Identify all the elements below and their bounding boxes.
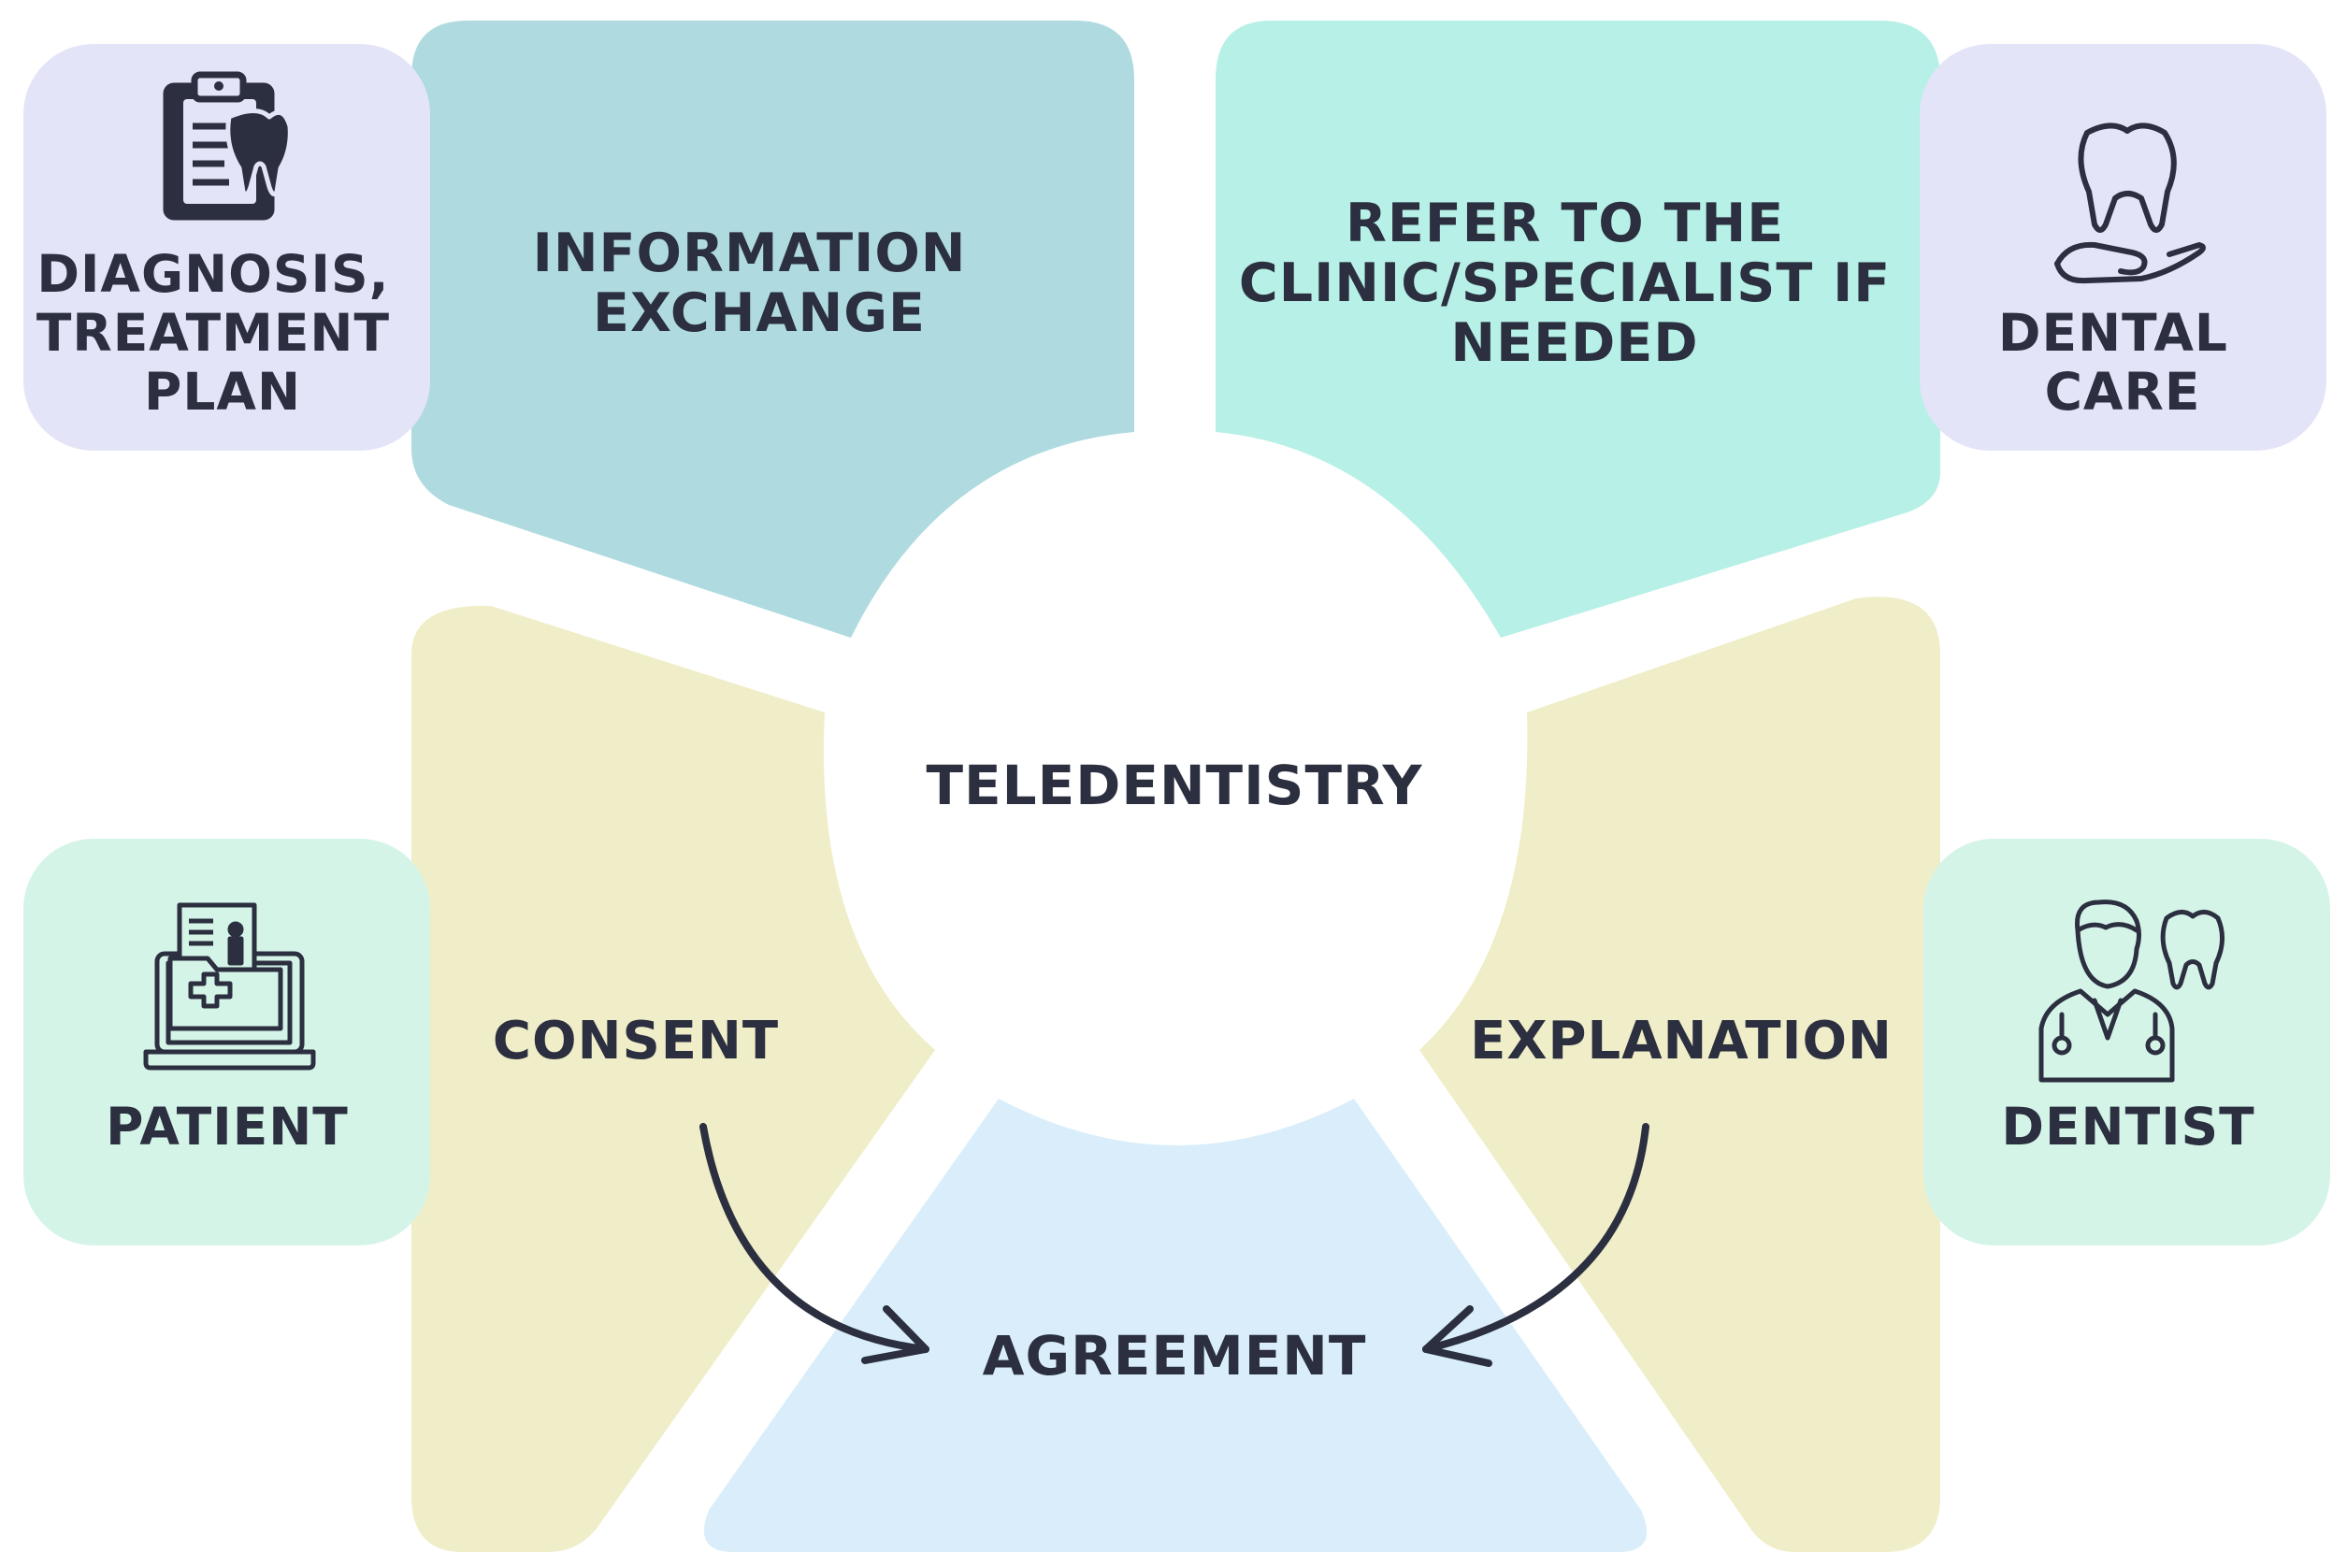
consent-arrow-head [861,1305,929,1364]
consent-label: CONSENT [493,1011,779,1072]
information-exchange-label: INFORMATION EXCHANGE [533,223,986,344]
patient-label: PATIENT [106,1097,349,1157]
dentist-card [1923,839,2330,1245]
dental-care-label: DENTAL CARE [1998,303,2247,422]
tooth-in-hand-icon [2054,122,2206,284]
laptop-medical-folder-icon [143,902,316,1071]
clipboard-tooth-icon [163,71,293,221]
diagnosis-label: DIAGNOSIS, TREATMENT PLAN [36,244,409,422]
agreement-label: AGREEMENT [983,1324,1367,1388]
center-label: TELEDENTISTRY [926,754,1422,817]
information-exchange-shape [411,21,1134,638]
dental-care-card [1920,44,2326,451]
dentist-label: DENTIST [2001,1097,2254,1157]
dentist-tooth-icon [2038,899,2225,1083]
explanation-label: EXPLANATION [1470,1011,1893,1072]
agreement-shape [703,1099,1648,1552]
consent-to-agreement-arrow [699,1123,929,1353]
explanation-shape [1419,597,1940,1552]
explanation-to-agreement-arrow [1422,1123,1649,1353]
consent-shape [411,605,935,1552]
diagnosis-card [23,44,430,451]
refer-shape [1216,21,1940,638]
explanation-arrow-head [1422,1305,1492,1367]
refer-label: REFER TO THE CLINIC/SPECIALIST IF NEEDED [1239,193,1910,374]
